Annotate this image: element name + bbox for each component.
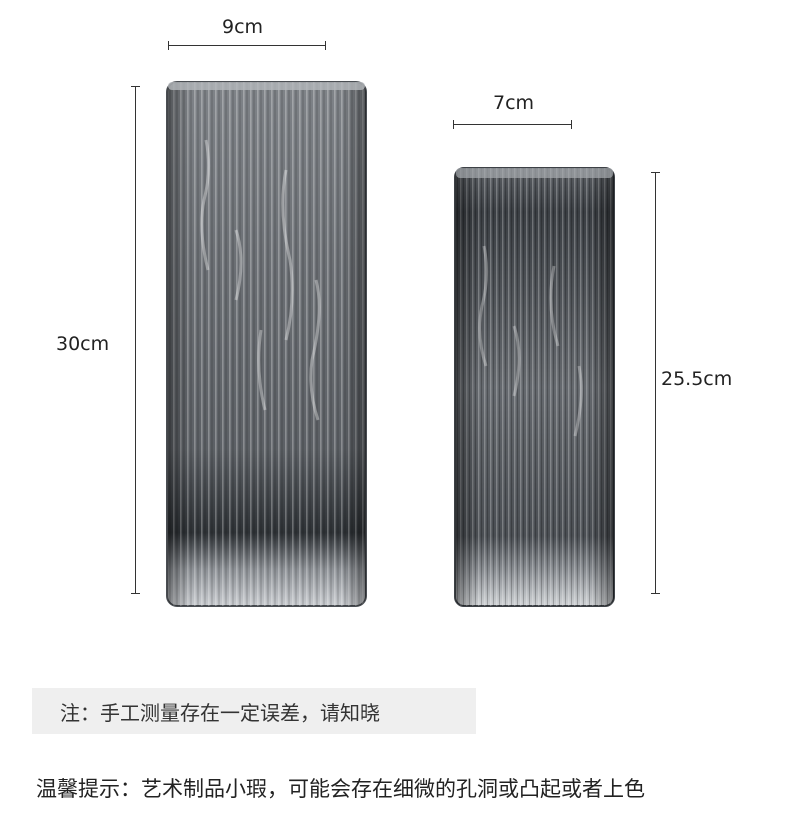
large-vase-height-line [131, 86, 140, 594]
small-glass-vase [454, 167, 615, 607]
tip-text: 温馨提示：艺术制品小瑕，可能会存在细微的孔洞或凸起或者上色 [36, 777, 645, 801]
large-vase-height-label: 30cm [56, 333, 110, 355]
measurement-note-text: 注：手工测量存在一定误差，请知晓 [60, 700, 380, 725]
measurement-note-box: 注：手工测量存在一定误差，请知晓 [32, 688, 476, 734]
small-vase-width-label: 7cm [493, 92, 535, 114]
small-vase-height-line [651, 172, 660, 594]
small-vase-width-line [453, 120, 572, 129]
large-glass-vase [166, 81, 367, 607]
large-vase-width-label: 9cm [222, 16, 264, 38]
large-vase-width-line [168, 41, 326, 50]
small-vase-height-label: 25.5cm [661, 368, 733, 390]
